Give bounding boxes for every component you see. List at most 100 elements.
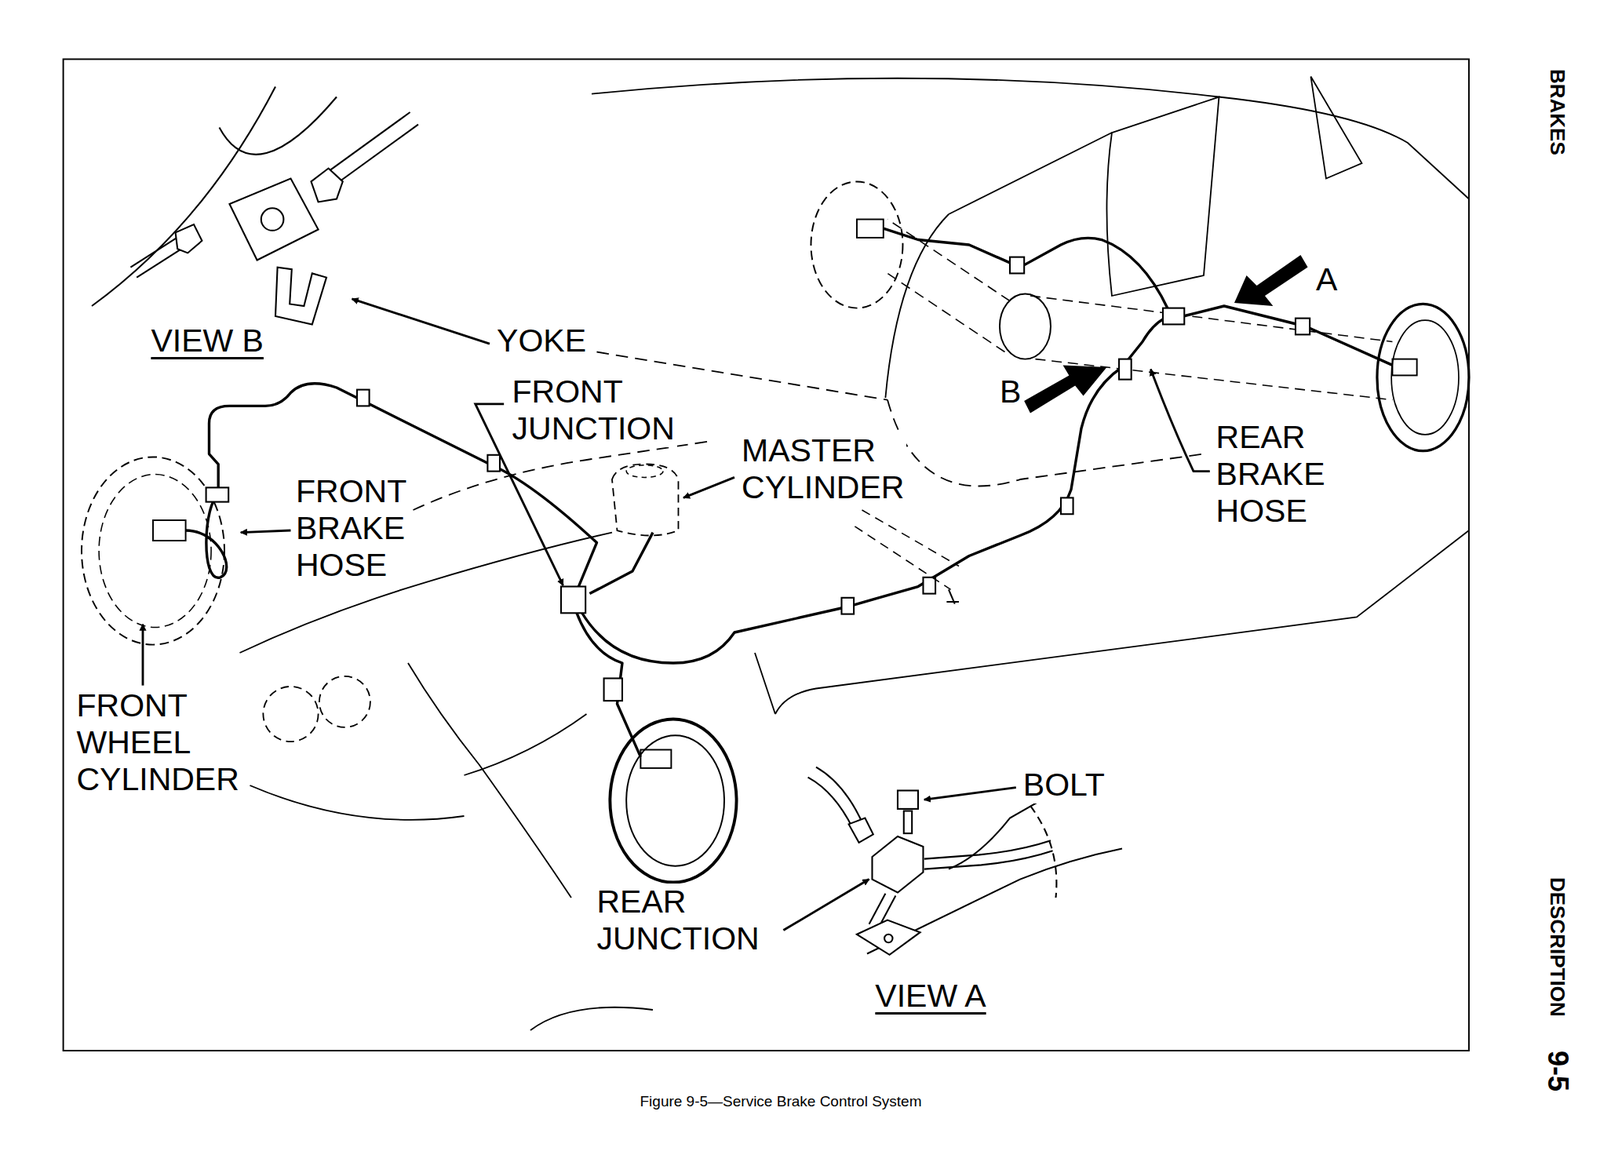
master-cylinder-pipe — [589, 532, 653, 595]
pipe-clip — [1060, 497, 1074, 514]
wheels — [81, 181, 1469, 883]
part-label: FRONT JUNCTION — [510, 373, 678, 448]
dashed-leader — [854, 526, 951, 591]
rocker-line — [754, 652, 776, 715]
front-left-drum — [81, 456, 225, 645]
hose-fitting — [310, 168, 343, 203]
figure-frame — [63, 58, 1469, 1051]
front-junction-block — [561, 586, 586, 614]
master-cylinder-body — [612, 464, 678, 536]
rear-window — [1106, 97, 1219, 296]
bracket-hole — [261, 207, 285, 231]
body-edge — [530, 1007, 653, 1031]
wheel-cylinder-body — [856, 219, 884, 238]
grille-line — [408, 663, 572, 898]
leader-arrow — [783, 879, 869, 931]
rear-right-pipe — [1183, 306, 1393, 365]
main-rear-pipe — [581, 318, 1166, 664]
rear-left-pipe — [883, 228, 1169, 310]
headlight — [262, 686, 318, 742]
rear-junction-block — [871, 836, 923, 893]
leader-arrow — [683, 477, 735, 498]
part-label: BOLT — [1020, 766, 1108, 804]
pipe-clip — [922, 577, 936, 595]
part-label: VIEW B — [148, 322, 267, 360]
rear-right-drum-inner — [1391, 320, 1459, 435]
leader-lines — [142, 298, 1211, 931]
bolt-symbol — [946, 589, 959, 604]
brake-hose — [328, 112, 419, 184]
figure-caption: Figure 9-5—Service Brake Control System — [427, 1092, 1134, 1112]
pipe-fittings — [206, 257, 1311, 701]
view-a-inset — [808, 767, 1123, 955]
wheel-cylinder-body — [640, 749, 671, 768]
view-arrow — [1234, 255, 1309, 307]
rear-right-drum — [1377, 303, 1469, 451]
roof-line — [591, 78, 1469, 200]
dashed-leader — [861, 510, 959, 566]
frame-edge — [218, 97, 336, 155]
hose-bracket — [1118, 359, 1132, 380]
part-label: B — [997, 373, 1024, 411]
quarter-window — [1310, 76, 1362, 179]
axle-housing — [887, 219, 1393, 401]
sill-line — [775, 530, 1469, 715]
leader-arrow — [351, 298, 489, 344]
leader-arrow — [1150, 369, 1210, 472]
pipe-clip — [357, 389, 370, 407]
section-header: BRAKES — [1547, 69, 1568, 156]
front-right-drum — [609, 719, 737, 883]
yoke-clip — [275, 267, 327, 325]
master-cylinder-cap — [626, 465, 664, 478]
part-label: FRONT BRAKE HOSE — [293, 473, 409, 584]
front-right-pipe — [575, 612, 641, 758]
wheel-arch — [887, 400, 1204, 487]
part-label: VIEW A — [872, 977, 988, 1015]
pipe-clip — [1295, 318, 1310, 336]
mounting-plate — [856, 920, 921, 955]
plate-hole — [884, 934, 893, 943]
brake-hose — [808, 767, 864, 829]
pipe-clip — [604, 678, 623, 702]
hose-bracket — [206, 487, 230, 502]
part-label: MASTER CYLINDER — [739, 432, 907, 507]
bolt-head — [897, 790, 919, 809]
pipe-nut — [175, 224, 203, 253]
front-left-drum-inner — [98, 474, 212, 628]
view-b-inset — [91, 87, 419, 325]
hood-line — [412, 441, 714, 511]
hose-fitting — [849, 818, 874, 843]
car-body — [239, 76, 1469, 1031]
part-label: REAR JUNCTION — [594, 883, 762, 958]
bolt-shank — [903, 810, 912, 834]
bolt-leaders — [854, 510, 959, 590]
part-label: REAR BRAKE HOSE — [1213, 419, 1328, 530]
housing-band — [1030, 805, 1057, 898]
differential — [999, 293, 1051, 359]
wheel-cylinder-body — [1392, 359, 1417, 376]
leader-arrow — [924, 787, 1017, 801]
leader-arrow — [240, 530, 292, 533]
brake-pipe — [924, 840, 1054, 869]
pillar-line — [948, 132, 1112, 215]
part-label: YOKE — [494, 322, 589, 360]
brake-pipes — [185, 228, 1393, 757]
chin-line — [249, 785, 464, 821]
pipe-clip — [487, 455, 500, 472]
section-header: 9-5 — [1543, 1050, 1572, 1092]
rear-left-drum — [810, 181, 903, 308]
pipe-clip — [841, 597, 854, 615]
bumper-line — [463, 714, 587, 776]
front-wheel-cylinder-body — [153, 520, 186, 541]
section-header: DESCRIPTION — [1547, 877, 1568, 1017]
leader-arrow — [142, 624, 145, 686]
headlight — [319, 676, 371, 728]
pipe-clip — [1009, 257, 1025, 274]
view-arrow — [1024, 364, 1107, 413]
part-label: FRONT WHEEL CYLINDER — [73, 687, 241, 799]
part-label: A — [1313, 261, 1340, 299]
rear-junction-block — [1162, 308, 1185, 325]
hose-bracket-plate — [229, 178, 318, 261]
